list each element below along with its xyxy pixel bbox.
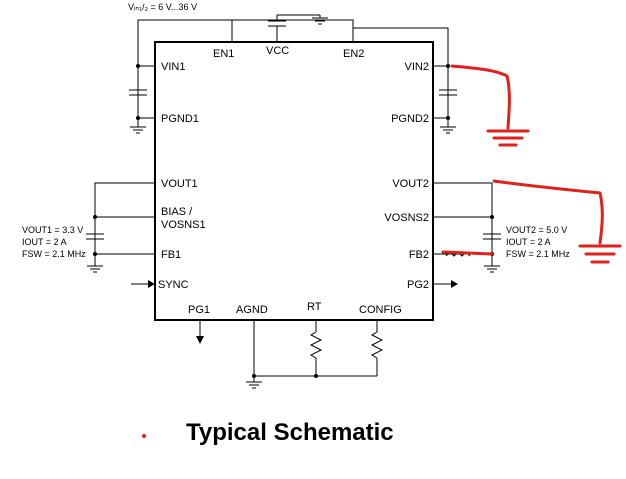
pin-fb1: FB1 bbox=[161, 249, 181, 261]
pg1-output-arrow bbox=[196, 320, 204, 344]
pin-pg2: PG2 bbox=[407, 279, 429, 291]
red-annotation-vout2-ground bbox=[492, 179, 622, 264]
pin-vout2: VOUT2 bbox=[392, 178, 429, 190]
left-spec-fsw: FSW = 2.1 MHz bbox=[22, 249, 86, 259]
pin-vin1: VIN1 bbox=[161, 61, 185, 73]
caption-title: Typical Schematic bbox=[186, 419, 394, 446]
pin-vin2: VIN2 bbox=[405, 61, 429, 73]
pin-agnd: AGND bbox=[236, 304, 268, 316]
ground-symbol-vcc bbox=[312, 17, 328, 25]
pg2-output-arrow bbox=[433, 280, 458, 288]
pin-pg1: PG1 bbox=[188, 304, 210, 316]
supply-bus-wire bbox=[137, 19, 449, 118]
vout1-wiring bbox=[86, 182, 155, 266]
left-spec-vout: VOUT1 = 3.3 V bbox=[22, 225, 83, 235]
left-spec-iout: IOUT = 2 A bbox=[22, 237, 67, 247]
vcc-capacitor bbox=[268, 14, 321, 42]
pin-rt: RT bbox=[307, 301, 322, 313]
pin-pgnd2: PGND2 bbox=[391, 113, 429, 125]
pin-vcc: VCC bbox=[266, 45, 289, 57]
right-spec-iout: IOUT = 2 A bbox=[506, 237, 551, 247]
rt-resistor bbox=[309, 320, 323, 376]
pin-bias-line1: BIAS / bbox=[161, 206, 193, 218]
red-annotation-fb2-strike bbox=[441, 250, 494, 256]
red-annotation-vin2-ground bbox=[450, 64, 530, 147]
pin-vout1: VOUT1 bbox=[161, 178, 198, 190]
sync-input-arrow bbox=[131, 280, 155, 288]
pin-config: CONFIG bbox=[359, 304, 402, 316]
ground-symbol-agnd bbox=[246, 381, 262, 389]
ground-symbol-vout1 bbox=[87, 265, 103, 273]
red-dot-marker bbox=[142, 434, 146, 438]
pin-sync: SYNC bbox=[158, 279, 189, 291]
bottom-ground-network bbox=[252, 320, 377, 382]
config-resistor bbox=[370, 320, 384, 376]
supply-voltage-label: Vᵢₙ₁/₂ = 6 V...36 V bbox=[128, 2, 197, 12]
pin-en1: EN1 bbox=[213, 48, 234, 60]
pin-bias-line2: VOSNS1 bbox=[161, 219, 206, 231]
pin-pgnd1: PGND1 bbox=[161, 113, 199, 125]
right-spec-vout: VOUT2 = 5.0 V bbox=[506, 225, 567, 235]
right-spec-fsw: FSW = 2.1 MHz bbox=[506, 249, 570, 259]
ground-symbol-pgnd1 bbox=[130, 126, 146, 134]
pin-vosns2: VOSNS2 bbox=[384, 212, 429, 224]
ground-symbol-pgnd2 bbox=[440, 126, 456, 134]
vin2-wiring bbox=[433, 64, 457, 127]
ground-symbol-vout2 bbox=[484, 265, 500, 273]
vin1-wiring bbox=[129, 64, 155, 127]
pin-en2: EN2 bbox=[343, 48, 364, 60]
pin-fb2: FB2 bbox=[409, 249, 429, 261]
ic-body bbox=[154, 41, 434, 321]
